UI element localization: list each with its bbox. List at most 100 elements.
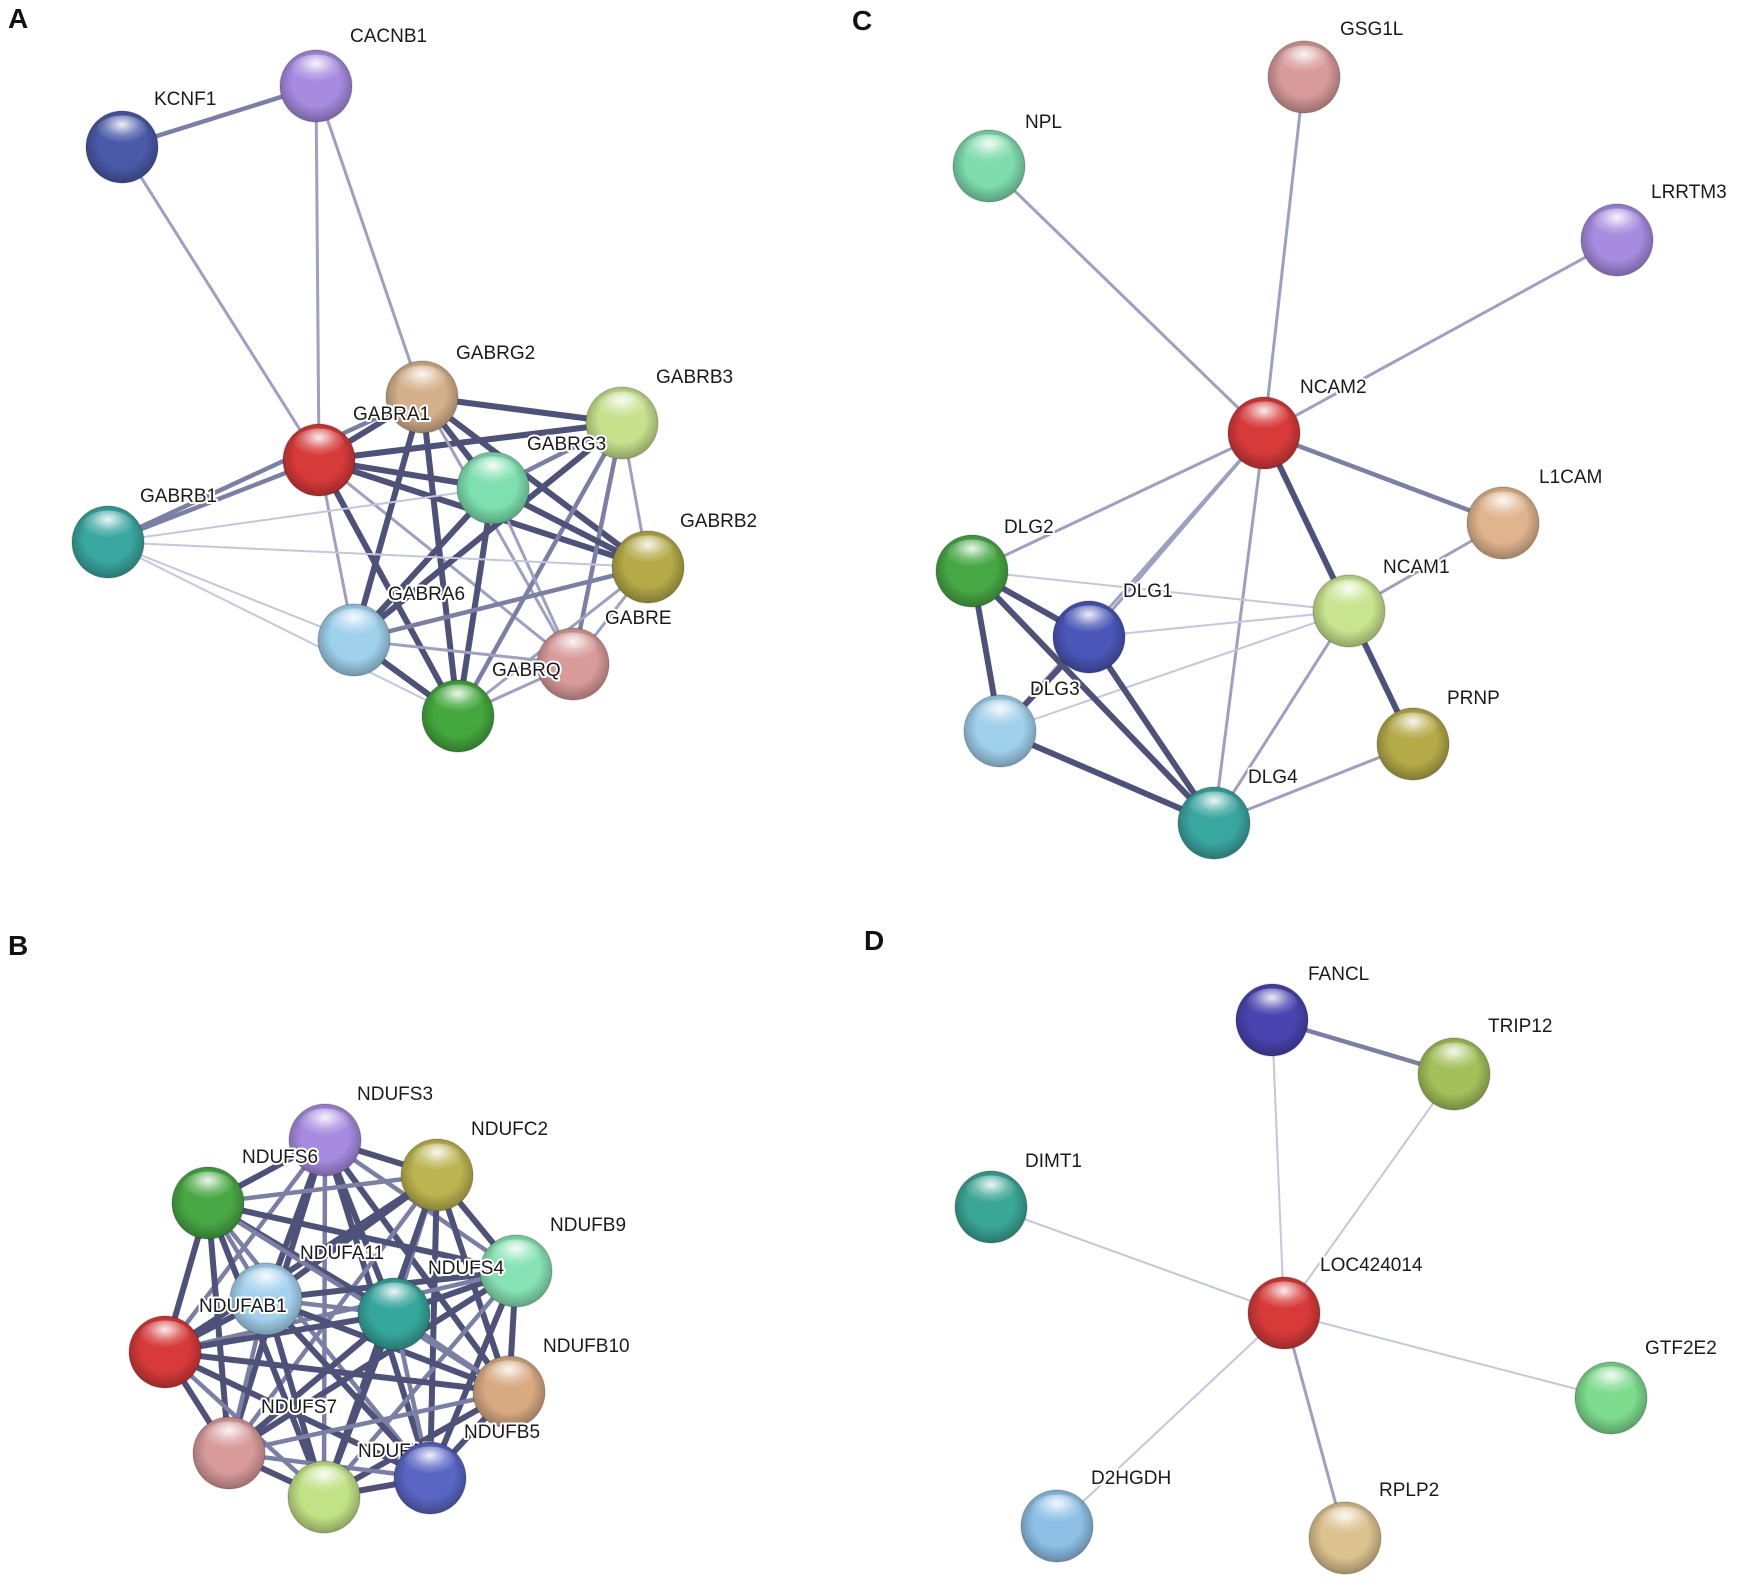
node-cacnb1[interactable]: CACNB1 <box>279 24 429 123</box>
node-npl[interactable]: NPL <box>952 110 1064 203</box>
node-label: PRNP <box>1447 688 1500 709</box>
node-outline <box>282 423 356 497</box>
node-dimt1[interactable]: DIMT1 <box>954 1149 1084 1244</box>
node-outline <box>963 694 1037 768</box>
node-l1cam[interactable]: L1CAM <box>1466 465 1604 560</box>
node-label: DLG3 <box>1030 679 1080 700</box>
node-outline <box>400 1138 474 1212</box>
node-outline <box>288 1103 362 1177</box>
node-gsg1l[interactable]: GSG1L <box>1267 17 1405 114</box>
node-gabre[interactable]: GABRE <box>536 606 674 701</box>
edge-dimt1-loc424014 <box>990 1206 1285 1314</box>
edge-gabra1-gabrb3 <box>316 420 625 463</box>
edge-gabrg2-gabra6 <box>351 394 425 643</box>
node-label: NPL <box>1025 112 1062 133</box>
node-outline <box>1177 786 1251 860</box>
node-label: NCAM1 <box>1383 557 1450 578</box>
node-kcnf1[interactable]: KCNF1 <box>85 87 218 184</box>
node-outline <box>1247 1276 1321 1350</box>
node-label: GABRB2 <box>680 511 757 532</box>
node-outline <box>585 386 659 460</box>
node-label: LOC424014 <box>1320 1255 1423 1276</box>
node-gabrb3[interactable]: GABRB3 <box>585 365 735 460</box>
edge-cacnb1-gabrg2 <box>314 84 424 399</box>
edge-dlg2-dlg4 <box>969 568 1217 826</box>
node-outline <box>954 1170 1028 1244</box>
node-outline <box>1267 40 1341 114</box>
edge-ncam2-l1cam <box>1261 430 1506 526</box>
node-outline <box>952 129 1026 203</box>
node-dlg3[interactable]: DLG3 <box>963 677 1082 768</box>
node-gabrq[interactable]: GABRQ <box>421 658 563 753</box>
node-label: FANCL <box>1308 964 1369 985</box>
edge-ndufs6-ndufb5 <box>205 1200 433 1481</box>
node-outline <box>279 49 353 123</box>
edge-fancl-loc424014 <box>1271 1019 1285 1314</box>
edge-ncam2-dlg2 <box>970 431 1266 573</box>
edge-layer-d <box>990 1017 1612 1540</box>
edge-lrrtm3-ncam2 <box>1262 238 1619 435</box>
edge-gsg1l-ncam2 <box>1262 75 1306 435</box>
node-lrrtm3[interactable]: LRRTM3 <box>1580 180 1729 277</box>
node-outline <box>128 1315 202 1389</box>
edge-loc424014-d2hgdh <box>1056 1312 1285 1527</box>
node-label: L1CAM <box>1539 467 1602 488</box>
panel-letter-c: C <box>852 5 872 36</box>
node-label: DLG4 <box>1248 767 1298 788</box>
node-label: DLG1 <box>1123 581 1173 602</box>
node-label: NDUFA11 <box>300 1243 384 1264</box>
edge-gabrg3-gabrq <box>455 485 496 719</box>
node-outline <box>1312 574 1386 648</box>
edge-ncam1-dlg4 <box>1212 609 1351 825</box>
node-outline <box>1466 486 1540 560</box>
node-outline <box>192 1416 266 1490</box>
node-outline <box>1020 1489 1094 1563</box>
node-label: DIMT1 <box>1025 1151 1082 1172</box>
node-dlg2[interactable]: DLG2 <box>935 515 1056 608</box>
edge-gabra6-gabrb2 <box>351 564 651 643</box>
node-label: D2HGDH <box>1091 1468 1171 1489</box>
node-outline <box>1235 983 1309 1057</box>
node-label: GABRB3 <box>656 367 733 388</box>
node-outline <box>1376 707 1450 781</box>
node-gabrb2[interactable]: GABRB2 <box>611 509 759 604</box>
node-label: TRIP12 <box>1488 1016 1552 1037</box>
panel-letter-d: D <box>864 925 884 956</box>
panel-letter-b: B <box>8 930 28 961</box>
node-label: NDUFS7 <box>261 1397 337 1418</box>
edge-npl-ncam2 <box>987 164 1266 435</box>
node-ncam2[interactable]: NCAM2 <box>1227 375 1369 470</box>
node-ndufc2[interactable]: NDUFC2 <box>400 1117 550 1212</box>
edge-cacnb1-gabra1 <box>314 84 321 462</box>
node-label: NDUFAB1 <box>199 1296 287 1317</box>
edge-gabra6-gabre <box>352 638 575 666</box>
network-panel-b: B NDUFS3NDUFC2NDUFS6NDUFB9NDUFA11NDUFS4N… <box>8 930 632 1534</box>
node-trip12[interactable]: TRIP12 <box>1417 1014 1554 1111</box>
node-gtf2e2[interactable]: GTF2E2 <box>1574 1336 1719 1435</box>
node-label: KCNF1 <box>154 89 216 110</box>
node-dlg4[interactable]: DLG4 <box>1177 765 1300 860</box>
node-d2hgdh[interactable]: D2HGDH <box>1020 1466 1173 1563</box>
node-outline <box>357 1277 431 1351</box>
node-label: RPLP2 <box>1379 1480 1439 1501</box>
node-label: GABRG2 <box>456 343 535 364</box>
node-rplp2[interactable]: RPLP2 <box>1308 1478 1441 1575</box>
node-label: GABRA1 <box>353 404 430 425</box>
node-label: GTF2E2 <box>1645 1338 1717 1359</box>
node-outline <box>287 1460 361 1534</box>
node-outline <box>456 451 530 525</box>
node-loc424014[interactable]: LOC424014 <box>1247 1253 1425 1350</box>
node-outline <box>611 530 685 604</box>
node-outline <box>472 1355 546 1429</box>
node-outline <box>1574 1361 1648 1435</box>
node-label: GABRQ <box>492 660 561 681</box>
node-ncam1[interactable]: NCAM1 <box>1312 555 1452 648</box>
node-gabrb1[interactable]: GABRB1 <box>71 484 219 579</box>
edge-ndufb9-ndufab1 <box>162 1268 519 1355</box>
edge-gabrb1-gabrb2 <box>107 541 649 568</box>
node-outline <box>479 1234 553 1308</box>
node-dlg1[interactable]: DLG1 <box>1052 579 1175 674</box>
